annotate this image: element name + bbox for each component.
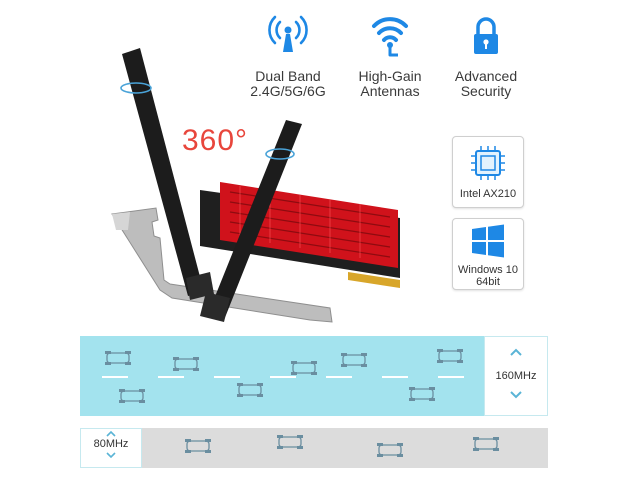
lane-dash bbox=[326, 376, 352, 378]
chip-spec-box: Intel AX210 bbox=[452, 136, 524, 208]
lane-dash bbox=[158, 376, 184, 378]
chevron-down-icon bbox=[510, 391, 522, 399]
padlock-icon bbox=[474, 17, 498, 54]
car-icon bbox=[437, 349, 463, 363]
wifi-card-product-image bbox=[111, 48, 400, 323]
car-icon bbox=[341, 353, 367, 367]
wifi-tower-icon bbox=[268, 15, 308, 52]
feature-security: Advanced Security bbox=[436, 14, 536, 99]
car-icon bbox=[277, 435, 303, 449]
channel-band-160mhz bbox=[80, 336, 548, 416]
chip-icon bbox=[471, 146, 505, 180]
band-80mhz-label-box: 80MHz bbox=[80, 428, 142, 468]
rotation-label: 360° bbox=[182, 124, 249, 157]
wifi-signal-icon bbox=[372, 17, 408, 57]
car-icon bbox=[173, 357, 199, 371]
lane-dash bbox=[102, 376, 128, 378]
band-160mhz-label: 160MHz bbox=[495, 370, 537, 382]
car-icon bbox=[473, 437, 499, 451]
lane-dash bbox=[438, 376, 464, 378]
lane-dash bbox=[382, 376, 408, 378]
feature-label: Advanced Security bbox=[454, 68, 518, 99]
car-icon bbox=[237, 383, 263, 397]
band-160mhz-label-box: 160MHz bbox=[484, 336, 548, 416]
feature-high-gain: High-Gain Antennas bbox=[340, 14, 440, 99]
feature-label: Dual Band 2.4G/5G/6G bbox=[250, 68, 326, 99]
car-icon bbox=[185, 439, 211, 453]
lane-dash bbox=[270, 376, 296, 378]
feature-dual-band: Dual Band 2.4G/5G/6G bbox=[238, 14, 338, 99]
chip-label: Intel AX210 bbox=[459, 188, 517, 200]
chevron-up-icon bbox=[510, 348, 522, 356]
channel-band-80mhz bbox=[80, 428, 548, 468]
chevron-down-icon bbox=[106, 452, 116, 459]
car-icon bbox=[409, 387, 435, 401]
car-icon bbox=[119, 389, 145, 403]
car-icon bbox=[377, 443, 403, 457]
band-80mhz-label: 80MHz bbox=[93, 438, 129, 450]
car-icon bbox=[291, 361, 317, 375]
chevron-up-icon bbox=[106, 430, 116, 437]
os-label: Windows 10 64bit bbox=[458, 264, 518, 288]
lane-dash bbox=[214, 376, 240, 378]
windows-logo-icon bbox=[472, 224, 504, 258]
feature-label: High-Gain Antennas bbox=[358, 68, 422, 99]
car-icon bbox=[105, 351, 131, 365]
os-spec-box: Windows 10 64bit bbox=[452, 218, 524, 290]
